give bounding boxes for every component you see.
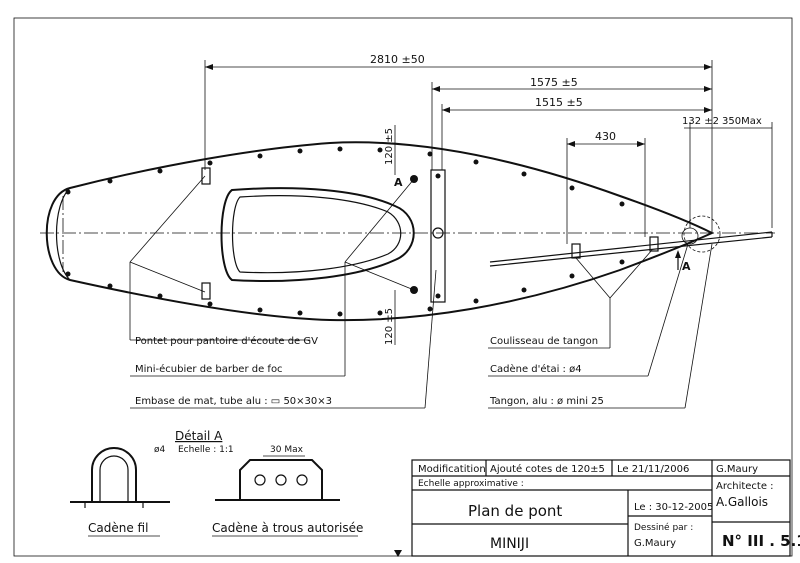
tb-scale: Echelle approximative : (418, 479, 524, 489)
tb-modification-label: Modificatition (418, 464, 486, 475)
dim-mid: 1575 ±5 (530, 76, 578, 89)
cadene-fil-label: Cadène fil (88, 521, 148, 535)
tb-drawn-label: Dessiné par : (634, 522, 693, 533)
tb-architect-label: Architecte : (716, 481, 774, 492)
tb-drawn-by: G.Maury (634, 538, 676, 549)
callout-bowsprit: Tangon, alu : ø mini 25 (489, 396, 604, 407)
mast-step (432, 227, 444, 239)
tb-modification-date: Le 21/11/2006 (617, 464, 689, 475)
tb-date: Le : 30-12-2005 (634, 502, 713, 513)
dimension-lines (204, 60, 773, 345)
dim-bowsprit: 350Max (722, 116, 762, 127)
tb-modification-text: Ajouté cotes de 120±5 (490, 463, 605, 475)
callout-forestay-chainplate: Cadène d'étai : ø4 (490, 363, 582, 375)
cockpit-outer (220, 187, 415, 283)
cadene-trous-drawing (215, 459, 340, 501)
dim-coulisseau: 430 (595, 130, 616, 143)
mainsheet-bridge-top (201, 167, 211, 185)
detail-a-scale: Echelle : 1:1 (178, 445, 234, 455)
phi-label: ø4 (154, 445, 166, 455)
bowsprit-slider (571, 243, 581, 259)
tb-modification-author: G.Maury (716, 464, 758, 475)
dim-side-upper: 120 ±5 (384, 128, 395, 165)
hull-outline (45, 141, 715, 322)
bottom-center-marker (394, 550, 402, 557)
bowsprit (489, 215, 773, 267)
cadene-fil-drawing (70, 447, 170, 508)
width-label: 30 Max (270, 445, 304, 455)
dim-overall: 2810 ±50 (370, 53, 425, 66)
tb-architect-name: A.Gallois (716, 495, 768, 509)
deck-fittings (65, 146, 625, 317)
dim-inner: 1515 ±5 (535, 96, 583, 109)
mast-base-tube (430, 169, 446, 303)
cockpit-inner (231, 195, 402, 274)
tb-drawing-title: Plan de pont (468, 502, 562, 520)
callout-mast-base: Embase de mat, tube alu : ▭ 50×30×3 (135, 396, 332, 407)
section-mark-a-bottom: A (682, 260, 691, 273)
detail-a-title: Détail A (175, 429, 223, 443)
tb-drawing-subtitle: MINIJI (490, 536, 529, 552)
title-block (411, 459, 791, 557)
transom-line (56, 187, 71, 281)
leader-lines (129, 175, 713, 409)
section-mark-a-top: A (394, 176, 403, 189)
callout-mainsheet-bridge: Pontet pour pantoire d'écoute de GV (135, 335, 318, 347)
drawing-frame (13, 17, 793, 557)
dim-side-lower: 120 ±5 (384, 308, 395, 345)
dim-offset-a: 132 ±2 (682, 116, 719, 127)
callout-bowsprit-slider: Coulisseau de tangon (490, 336, 598, 347)
tb-number: N° III . 5.1 (722, 532, 800, 550)
cadene-trous-label: Cadène à trous autorisée (212, 521, 363, 535)
callout-barber-fairlead: Mini-écubier de barber de foc (135, 363, 283, 375)
